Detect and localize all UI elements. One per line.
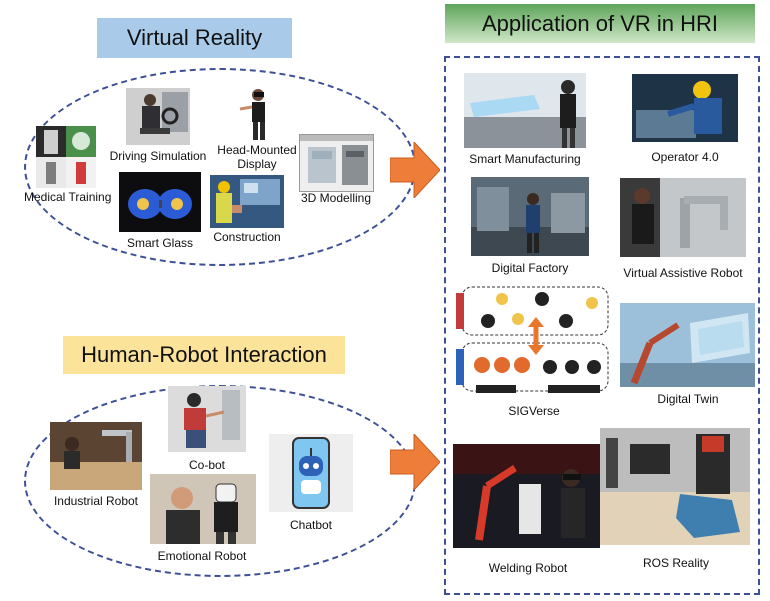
- application-title: Application of VR in HRI: [445, 4, 755, 43]
- arrow-right-icon: [390, 142, 440, 198]
- co-bot-image: [168, 386, 246, 452]
- head-mounted-display-label-2: Display: [237, 157, 277, 171]
- arrow-right-icon: [390, 434, 440, 490]
- sigverse-diagram: [456, 285, 612, 400]
- sigverse-label: SIGVerse: [508, 404, 560, 418]
- operator-4-0-image: [632, 74, 738, 142]
- head-mounted-display-image: [230, 85, 280, 142]
- medical-training-image: [36, 126, 96, 188]
- application-frame: [444, 56, 760, 595]
- medical-training-label: Medical Training: [24, 190, 112, 204]
- driving-simulation-image: [126, 88, 190, 145]
- chatbot-label: Chatbot: [289, 518, 333, 532]
- welding-robot-image: [453, 444, 600, 548]
- smart-glass-image: [119, 172, 201, 232]
- 3d-modelling-image: [299, 134, 374, 192]
- industrial-robot-label: Industrial Robot: [53, 494, 139, 508]
- virtual-reality-title: Virtual Reality: [97, 18, 292, 58]
- chatbot-image: [269, 434, 353, 512]
- co-bot-label: Co-bot: [188, 458, 226, 472]
- digital-twin-label: Digital Twin: [657, 392, 719, 406]
- driving-simulation-label: Driving Simulation: [109, 149, 207, 163]
- digital-factory-label: Digital Factory: [491, 261, 569, 275]
- welding-robot-label: Welding Robot: [488, 561, 568, 575]
- emotional-robot-label: Emotional Robot: [157, 549, 247, 563]
- virtual-assistive-robot-image: [620, 178, 746, 257]
- digital-twin-image: [620, 303, 755, 387]
- human-robot-interaction-title: Human-Robot Interaction: [63, 336, 345, 374]
- digital-factory-image: [471, 177, 589, 256]
- 3d-modelling-label: 3D Modelling: [300, 191, 372, 205]
- head-mounted-display-label-1: Head-Mounted: [217, 143, 297, 157]
- ros-reality-image: [600, 428, 750, 545]
- operator-4-0-label: Operator 4.0: [651, 150, 719, 164]
- ros-reality-label: ROS Reality: [642, 556, 710, 570]
- construction-label: Construction: [213, 230, 281, 244]
- smart-glass-label: Smart Glass: [126, 236, 193, 250]
- construction-image: [210, 175, 284, 228]
- smart-manufacturing-image: [464, 73, 586, 148]
- emotional-robot-image: [150, 474, 256, 544]
- industrial-robot-image: [50, 422, 142, 490]
- virtual-assistive-robot-label: Virtual Assistive Robot: [623, 266, 743, 280]
- smart-manufacturing-label: Smart Manufacturing: [469, 152, 581, 166]
